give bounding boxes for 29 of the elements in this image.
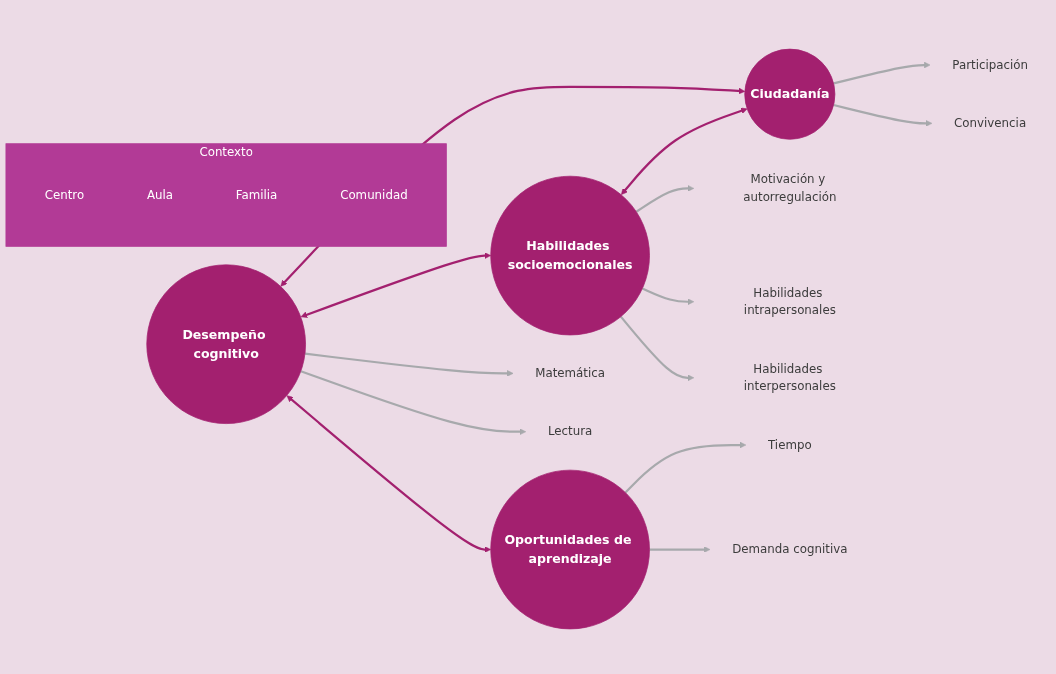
node-text: Comunidad: [340, 187, 408, 202]
node-circle: Oportunidades de aprendizaje: [490, 469, 650, 630]
node-text: Habilidades interpersonales: [743, 361, 836, 394]
node-text: Participación: [952, 57, 1028, 72]
arrow: [286, 395, 491, 553]
node-text: Convivencia: [954, 115, 1027, 131]
arrow: [833, 61, 931, 85]
node-text: Habilidades intrapersonales: [743, 285, 836, 318]
arrow: [300, 370, 527, 435]
arrow: [649, 546, 711, 553]
arrow: [621, 107, 748, 195]
arrow: [635, 185, 695, 213]
node-text: Familia: [235, 187, 278, 202]
arrow: [300, 252, 491, 318]
arrow: [304, 352, 514, 377]
node-circle: Habilidades socioemocionales: [490, 175, 650, 336]
node-text: Motivación y autorregulación: [743, 172, 837, 204]
arrow: [620, 315, 695, 382]
node-circle: Desempeño cognitivo: [146, 264, 306, 424]
node-text: Demanda cognitiva: [732, 542, 848, 557]
node-text: Tiempo: [768, 437, 812, 452]
node-text: Aula: [146, 187, 174, 202]
node-text: Centro: [44, 187, 85, 202]
node-text: Matemática: [535, 366, 605, 381]
arrow: [624, 441, 747, 494]
arrow: [641, 287, 695, 305]
node-circle: Ciudadanía: [744, 48, 836, 140]
node-text: Lectura: [547, 424, 593, 439]
arrow: [833, 103, 933, 127]
